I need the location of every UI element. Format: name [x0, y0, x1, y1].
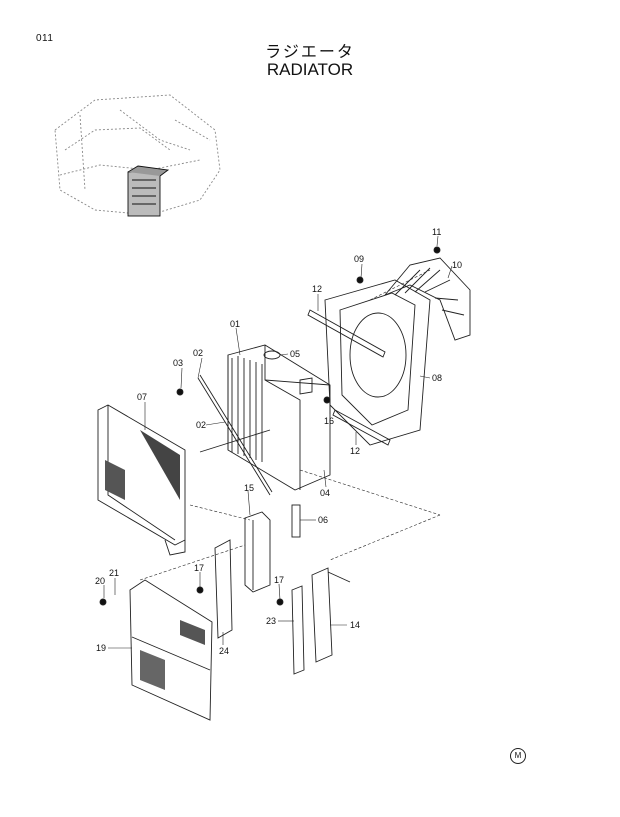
label-24: 24 [219, 646, 229, 656]
side-screen [129, 579, 213, 721]
part-labels: 01 02 03 05 07 02 08 09 10 11 12 12 16 0… [95, 227, 462, 656]
label-17-right: 17 [274, 575, 284, 585]
label-05: 05 [290, 349, 300, 359]
front-screen [97, 404, 186, 556]
alignment-lines [139, 269, 441, 581]
label-23: 23 [266, 616, 276, 626]
bracket-right [291, 567, 351, 675]
label-20: 20 [95, 576, 105, 586]
label-17-left: 17 [194, 563, 204, 573]
tie-rods [197, 374, 273, 496]
footer-mark: M [510, 748, 526, 764]
label-02-upper: 02 [193, 348, 203, 358]
label-14: 14 [350, 620, 360, 630]
title-english: RADIATOR [266, 60, 354, 79]
fan-shroud [324, 279, 431, 446]
label-09: 09 [354, 254, 364, 264]
label-19: 19 [96, 643, 106, 653]
label-10: 10 [452, 260, 462, 270]
label-12-lower: 12 [350, 446, 360, 456]
machine-location-inset [54, 94, 221, 216]
radiator-location-highlight [127, 165, 170, 217]
leader-lines [103, 235, 453, 649]
fan-guard [384, 257, 471, 341]
label-03: 03 [173, 358, 183, 368]
radiator-core [227, 344, 331, 491]
page-number: 011 [36, 33, 54, 44]
label-11: 11 [432, 227, 441, 237]
label-04: 04 [320, 488, 330, 498]
label-08: 08 [432, 373, 442, 383]
bracket-left [244, 511, 271, 593]
label-01: 01 [230, 319, 240, 329]
seal-strips [307, 309, 391, 446]
bracket-plate [214, 539, 233, 639]
label-07: 07 [137, 392, 147, 402]
label-21: 21 [109, 568, 119, 578]
hose-tube [291, 504, 301, 538]
label-15: 15 [244, 483, 254, 493]
label-16: 16 [324, 416, 334, 426]
label-06: 06 [318, 515, 328, 525]
title-japanese: ラジエータ [265, 44, 355, 61]
radiator-cap [263, 350, 281, 360]
label-02-lower: 02 [196, 420, 206, 430]
bolts [99, 246, 441, 606]
label-12-upper: 12 [312, 284, 322, 294]
